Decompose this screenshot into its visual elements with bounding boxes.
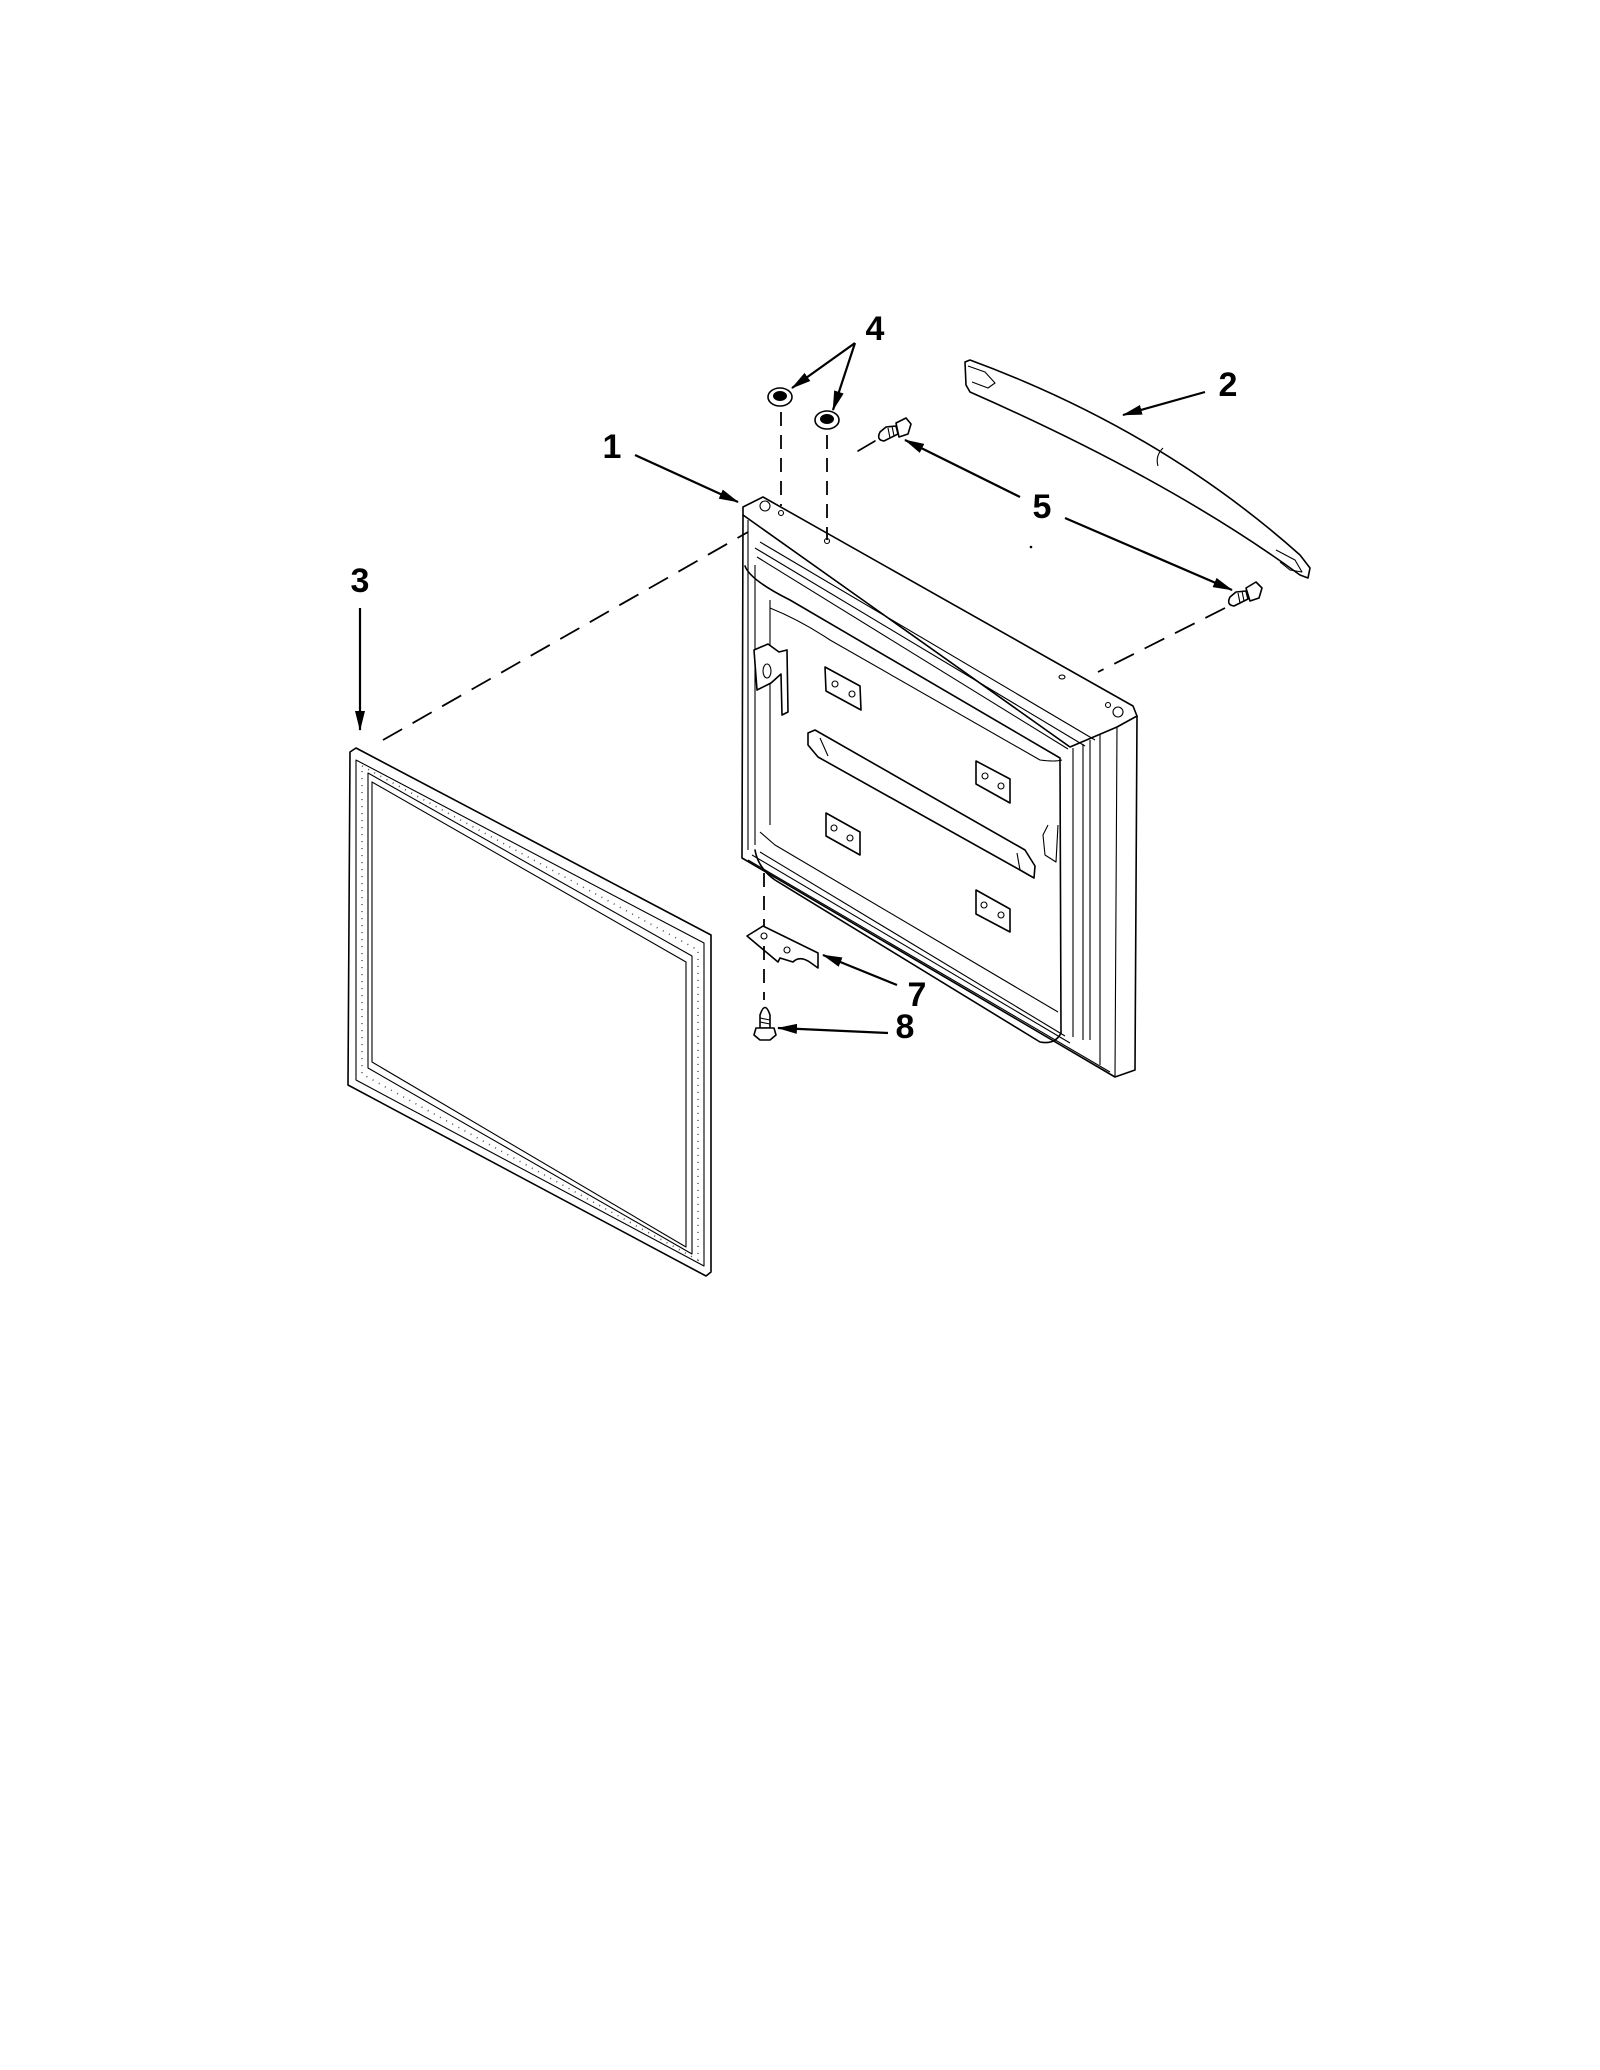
door-gasket	[347, 747, 712, 1277]
door-handle	[964, 359, 1311, 579]
mounting-plate	[825, 812, 861, 856]
callout-label-8: 8	[896, 1008, 915, 1046]
bracket-screw	[753, 1006, 777, 1041]
door-bracket	[746, 925, 819, 969]
leader-arrow-8	[777, 1023, 889, 1035]
leader-arrow-5a	[904, 439, 1021, 498]
callout-label-4: 4	[866, 310, 885, 348]
mounting-plate	[975, 760, 1011, 804]
callout-label-2: 2	[1219, 366, 1238, 404]
handle-screw	[877, 417, 912, 442]
callout-label-5: 5	[1033, 488, 1052, 526]
callout-label-3: 3	[351, 562, 370, 600]
leader-arrow-5b	[1064, 516, 1233, 592]
grommet	[814, 410, 840, 430]
leader-arrow-7	[822, 953, 898, 987]
leader-arrow-1	[634, 453, 739, 504]
grommet	[767, 387, 793, 407]
callout-label-1: 1	[603, 428, 622, 466]
mounting-plate	[824, 666, 862, 711]
handle-screw	[1227, 581, 1263, 607]
mounting-plate	[975, 889, 1011, 933]
callout-label-7: 7	[908, 976, 927, 1014]
leader-arrow-2	[1122, 390, 1206, 417]
leader-arrow-4a	[791, 342, 856, 389]
leader-arrow-4b	[831, 342, 857, 411]
freezer-door	[741, 496, 1138, 1078]
